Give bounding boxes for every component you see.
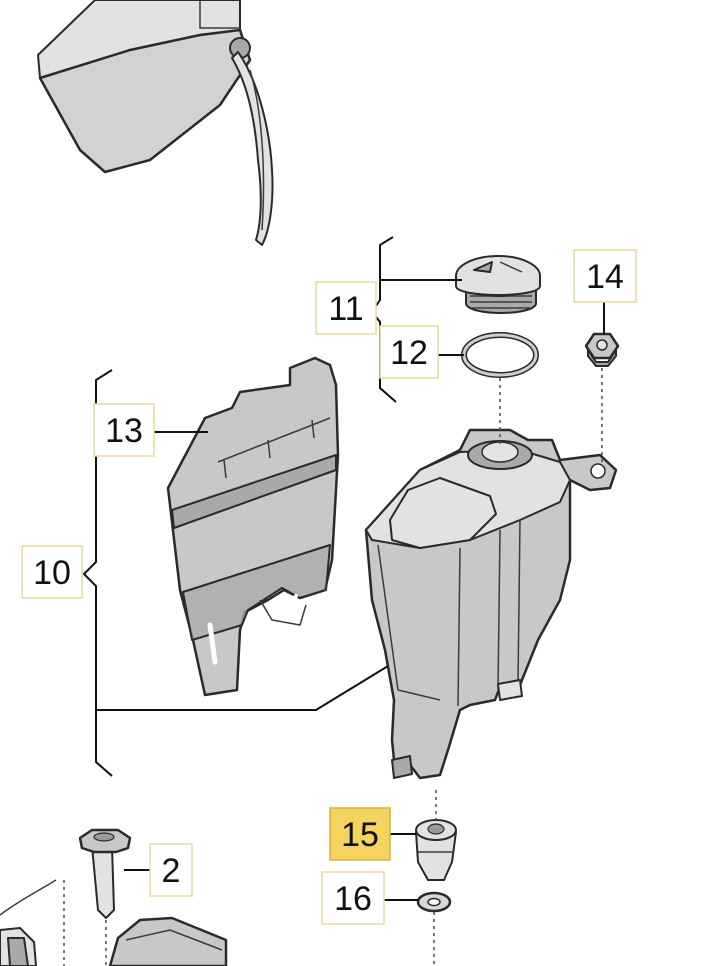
callout-14: 14 <box>573 249 637 303</box>
callout-15-text: 15 <box>341 816 379 854</box>
bottom-hose-part <box>108 916 228 966</box>
hex-nut-part <box>584 332 620 367</box>
callout-13-text: 13 <box>105 412 143 450</box>
callout-13: 13 <box>93 403 155 457</box>
top-fluid-container-part <box>37 0 274 246</box>
heat-shield-part <box>166 356 340 697</box>
callout-15: 15 <box>329 807 391 861</box>
callout-10-text: 10 <box>33 554 71 592</box>
callout-10: 10 <box>21 545 83 599</box>
callout-11-text: 11 <box>328 290 363 328</box>
washer-part <box>416 891 452 913</box>
callout-2-text: 2 <box>162 852 181 890</box>
callout-14-text: 14 <box>586 258 624 296</box>
plug-part <box>415 819 457 881</box>
filler-cap-part <box>455 255 541 314</box>
bottom-left-bracket-part <box>0 927 37 966</box>
bolt-part <box>78 828 132 919</box>
callout-11: 11 <box>315 281 377 335</box>
callout-16: 16 <box>321 871 385 925</box>
callout-12-text: 12 <box>390 334 428 372</box>
leader-lines <box>96 279 605 901</box>
coolant-expansion-tank-part <box>364 428 618 780</box>
callout-2: 2 <box>149 843 193 897</box>
callout-12: 12 <box>379 325 439 379</box>
alignment-lines <box>63 368 603 966</box>
sealing-ring-part <box>461 332 539 378</box>
group-10-bracket <box>82 369 113 777</box>
callout-16-text: 16 <box>334 880 372 918</box>
bottom-left-curve-line <box>0 879 57 916</box>
